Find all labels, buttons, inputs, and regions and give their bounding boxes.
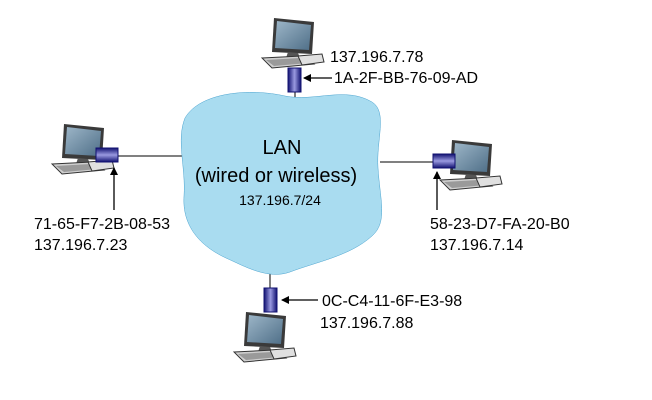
lan-subtitle: (wired or wireless) <box>195 165 357 187</box>
host-bottom-mac: 0C-C4-11-6F-E3-98 <box>322 293 462 310</box>
computer-icon <box>233 311 297 363</box>
host-right: 58-23-D7-FA-20-B0 137.196.7.14 <box>430 139 570 254</box>
host-right-ip: 137.196.7.14 <box>430 237 524 254</box>
lan-cloud <box>180 92 382 275</box>
host-right-mac: 58-23-D7-FA-20-B0 <box>430 216 570 233</box>
host-top-mac: 1A-2F-BB-76-09-AD <box>334 70 478 87</box>
lan-title: LAN <box>263 137 302 159</box>
host-top-ip: 137.196.7.78 <box>330 49 424 66</box>
adapter-icon <box>263 287 278 313</box>
host-left-ip: 137.196.7.23 <box>34 237 128 254</box>
adapter-icon <box>287 67 302 93</box>
host-left-mac: 71-65-F7-2B-08-53 <box>34 216 170 233</box>
adapter-icon <box>432 153 456 169</box>
adapter-icon <box>95 147 119 163</box>
host-left: 71-65-F7-2B-08-53 137.196.7.23 <box>34 123 170 254</box>
lan-subnet: 137.196.7/24 <box>239 192 321 208</box>
host-bottom-ip: 137.196.7.88 <box>320 315 414 332</box>
computer-icon <box>261 17 325 69</box>
host-bottom: 0C-C4-11-6F-E3-98 137.196.7.88 <box>233 287 462 363</box>
host-top: 137.196.7.78 1A-2F-BB-76-09-AD <box>261 17 478 93</box>
